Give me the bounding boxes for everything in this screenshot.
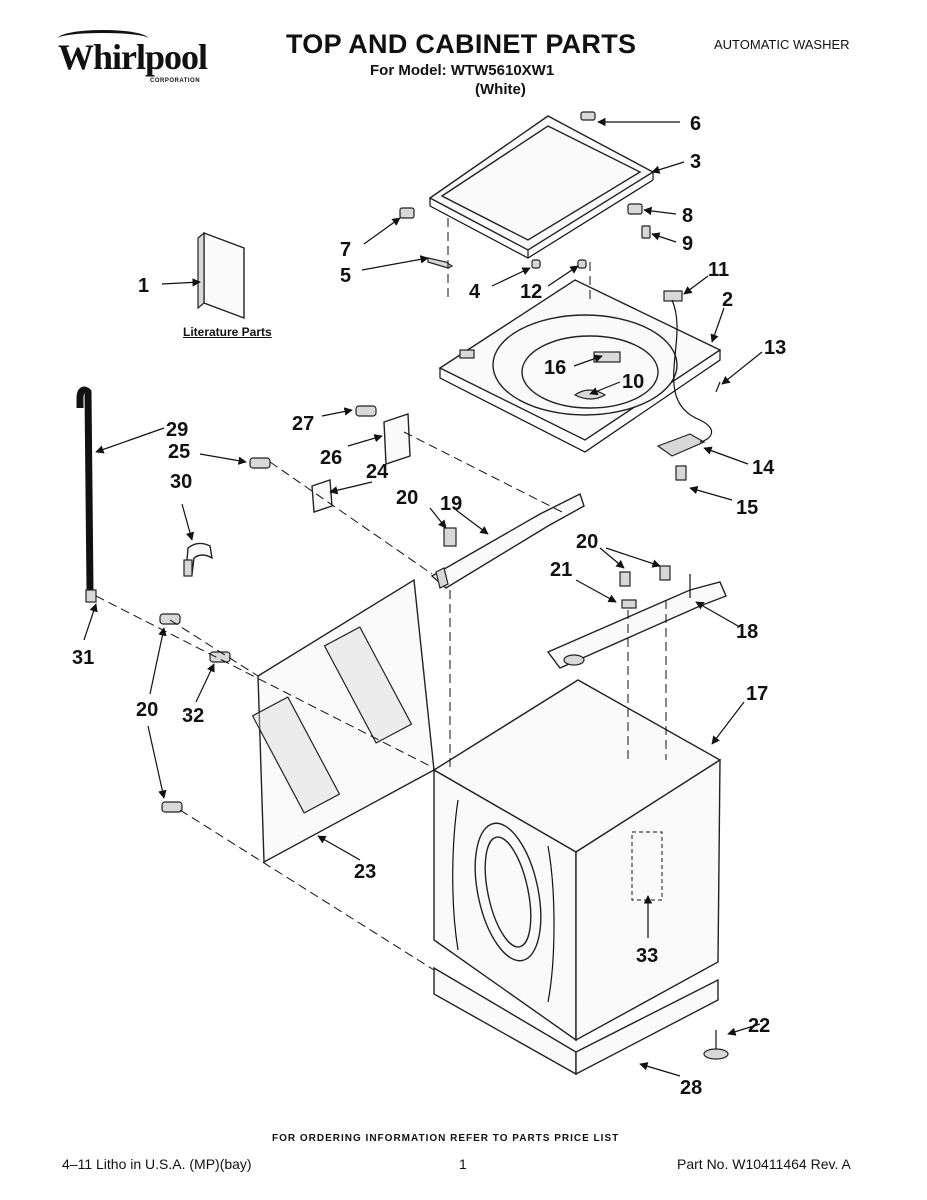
literature-parts-caption: Literature Parts <box>183 325 272 339</box>
callout-24: 24 <box>366 461 389 483</box>
callout-14: 14 <box>752 457 775 479</box>
callout-11: 11 <box>708 259 729 281</box>
callout-20-left: 20 <box>136 699 158 721</box>
rear-panel <box>251 578 435 864</box>
lid-hinge-hardware <box>399 111 651 269</box>
litho-info: 4–11 Litho in U.S.A. (MP)(bay) <box>62 1156 252 1172</box>
callout-16: 16 <box>544 357 566 379</box>
callout-30: 30 <box>170 471 192 493</box>
leveling-foot <box>703 1030 729 1060</box>
callout-21: 21 <box>550 559 572 581</box>
page-number: 1 <box>459 1156 467 1172</box>
callout-31: 31 <box>72 647 94 669</box>
whirlpool-logo-swoosh <box>58 30 148 47</box>
callout-17: 17 <box>746 683 768 705</box>
callout-27: 27 <box>292 413 314 435</box>
callout-15: 15 <box>736 497 758 519</box>
washer-lid <box>428 115 655 259</box>
page-title: TOP AND CABINET PARTS <box>286 29 637 59</box>
lid-switch <box>656 299 721 481</box>
callout-5: 5 <box>340 265 351 287</box>
callout-32: 32 <box>182 705 204 727</box>
ordering-note: FOR ORDERING INFORMATION REFER TO PARTS … <box>272 1133 620 1144</box>
callout-8: 8 <box>682 205 693 227</box>
callout-13: 13 <box>764 337 786 359</box>
hose-clamp <box>183 542 213 577</box>
product-category: AUTOMATIC WASHER <box>714 37 850 52</box>
drain-hose <box>76 386 97 603</box>
whirlpool-logo-subtext: CORPORATION <box>150 78 201 84</box>
rear-top-brace <box>546 565 727 669</box>
callout-18: 18 <box>736 621 758 643</box>
top-panel <box>438 279 722 453</box>
part-number: Part No. W10411464 Rev. A <box>677 1156 851 1172</box>
callout-33: 33 <box>636 945 658 967</box>
callout-3: 3 <box>690 151 701 173</box>
cabinet <box>432 679 722 1076</box>
literature-booklet <box>197 231 245 320</box>
color-line: (White) <box>475 81 526 98</box>
callout-1: 1 <box>138 275 149 297</box>
callout-6: 6 <box>690 113 701 135</box>
model-line: For Model: WTW5610XW1 <box>370 62 555 79</box>
callout-20-rear: 20 <box>576 531 598 553</box>
leader-arrows <box>83 117 763 1077</box>
callout-25: 25 <box>168 441 190 463</box>
callout-2: 2 <box>722 289 733 311</box>
callout-29: 29 <box>166 419 188 441</box>
front-top-brace <box>430 493 585 589</box>
callout-20-upper: 20 <box>396 487 418 509</box>
callout-4: 4 <box>469 281 481 303</box>
callout-23: 23 <box>354 861 376 883</box>
callout-26: 26 <box>320 447 342 469</box>
callout-9: 9 <box>682 233 693 255</box>
callout-28: 28 <box>680 1077 702 1099</box>
assembly-guide-lines <box>95 218 667 971</box>
callout-19: 19 <box>440 493 462 515</box>
callout-22: 22 <box>748 1015 770 1037</box>
callout-12: 12 <box>520 281 542 303</box>
whirlpool-logo: Whirlpool <box>58 37 208 77</box>
callout-numbers: 1 2 3 4 5 6 7 8 9 10 11 12 13 14 15 16 1… <box>72 113 786 1099</box>
console-brackets <box>249 405 411 513</box>
callout-7: 7 <box>340 239 351 261</box>
callout-10: 10 <box>622 371 644 393</box>
